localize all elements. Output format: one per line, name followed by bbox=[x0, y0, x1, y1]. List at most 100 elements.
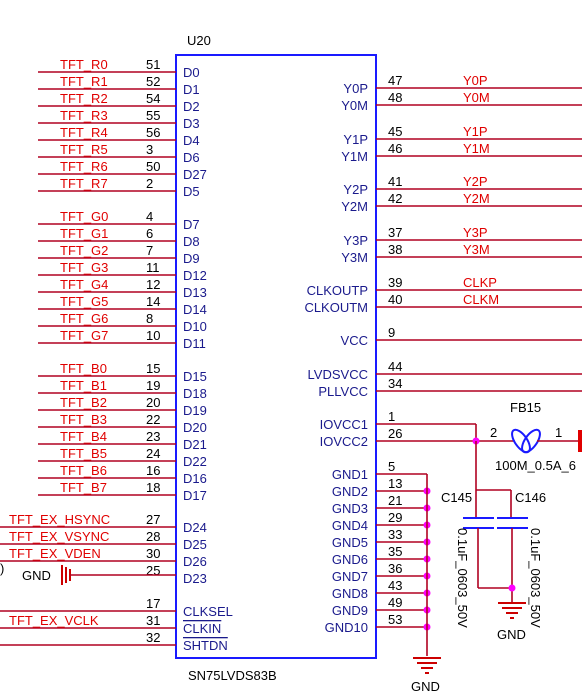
left-pin-name: CLKSEL bbox=[183, 604, 233, 619]
left-pin-number: 2 bbox=[146, 176, 153, 191]
left-pin-name: D26 bbox=[183, 554, 207, 569]
left-pin-name: D11 bbox=[183, 336, 206, 351]
right-pin-number: 34 bbox=[388, 376, 402, 391]
left-pin-name: D21 bbox=[183, 437, 207, 452]
left-pin-number: 51 bbox=[146, 57, 160, 72]
left-net-label: TFT_EX_VDEN bbox=[9, 546, 101, 561]
right-pin-name: Y0M bbox=[341, 98, 368, 113]
left-pin-name: D3 bbox=[183, 116, 200, 131]
ferrite-pin1: 1 bbox=[555, 425, 562, 440]
left-pin-number: 23 bbox=[146, 429, 160, 444]
right-pin-number: 42 bbox=[388, 191, 402, 206]
left-pin-name: D9 bbox=[183, 251, 200, 266]
left-pin-number: 10 bbox=[146, 328, 160, 343]
right-pin-number: 37 bbox=[388, 225, 402, 240]
right-pin-name: GND4 bbox=[332, 518, 368, 533]
left-net-label: TFT_R5 bbox=[60, 142, 108, 157]
left-pin-number: 56 bbox=[146, 125, 160, 140]
right-pin-name: IOVCC2 bbox=[320, 434, 368, 449]
left-pin-number: 11 bbox=[146, 260, 160, 275]
left-pin-name: D22 bbox=[183, 454, 207, 469]
left-pin-number: 7 bbox=[146, 243, 153, 258]
right-pin-number: 5 bbox=[388, 459, 395, 474]
left-net-label: TFT_G6 bbox=[60, 311, 108, 326]
right-net-label: Y3P bbox=[463, 225, 488, 240]
left-net-label: TFT_R3 bbox=[60, 108, 108, 123]
left-pin-number: 20 bbox=[146, 395, 160, 410]
left-net-label: TFT_G3 bbox=[60, 260, 108, 275]
c146-ref: C146 bbox=[515, 490, 546, 505]
d23-gnd-label: GND bbox=[22, 568, 51, 583]
left-pin-name: D23 bbox=[183, 571, 207, 586]
right-net-label: CLKP bbox=[463, 275, 497, 290]
right-pin-name: GND3 bbox=[332, 501, 368, 516]
junction-cap-gnd bbox=[508, 584, 516, 592]
left-pin-name: D2 bbox=[183, 99, 200, 114]
right-pin-name: GND5 bbox=[332, 535, 368, 550]
left-pin-number: 52 bbox=[146, 74, 160, 89]
right-pin-name: GND7 bbox=[332, 569, 368, 584]
left-offpage-mark: ) bbox=[0, 561, 4, 576]
left-pin-name: D27 bbox=[183, 167, 207, 182]
chip-gnd-label: GND bbox=[411, 679, 440, 694]
left-pin-number: 18 bbox=[146, 480, 160, 495]
left-pin-name: D6 bbox=[183, 150, 200, 165]
left-net-label: TFT_G1 bbox=[60, 226, 108, 241]
ferrite-bead bbox=[511, 428, 582, 454]
right-pin-number: 41 bbox=[388, 174, 402, 189]
left-pin-name: D7 bbox=[183, 217, 200, 232]
left-net-label: TFT_EX_VCLK bbox=[9, 613, 99, 628]
left-pin-number: 15 bbox=[146, 361, 160, 376]
left-pin-number: 28 bbox=[146, 529, 160, 544]
left-pin-number: 30 bbox=[146, 546, 160, 561]
left-net-label: TFT_EX_VSYNC bbox=[9, 529, 109, 544]
left-pin-number: 50 bbox=[146, 159, 160, 174]
left-net-label: TFT_G0 bbox=[60, 209, 108, 224]
left-pin-number: 8 bbox=[146, 311, 153, 326]
left-net-label: TFT_B5 bbox=[60, 446, 107, 461]
left-pin-name: D1 bbox=[183, 82, 200, 97]
right-pin-number: 38 bbox=[388, 242, 402, 257]
left-net-label: TFT_G4 bbox=[60, 277, 108, 292]
right-pin-number: 49 bbox=[388, 595, 402, 610]
left-pin-name: D18 bbox=[183, 386, 207, 401]
right-pin-number: 35 bbox=[388, 544, 402, 559]
power-filter-network: FB15 2 1 100M_0.5A_6 GND C145 C146 0.1uF… bbox=[376, 400, 582, 642]
left-net-label: TFT_B4 bbox=[60, 429, 107, 444]
right-pin-iovcc2: IOVCC2 26 bbox=[320, 426, 403, 449]
cap-gnd-label: GND bbox=[497, 627, 526, 642]
left-pin-name: D15 bbox=[183, 369, 207, 384]
right-pin-number: 26 bbox=[388, 426, 402, 441]
left-pin-name: D8 bbox=[183, 234, 200, 249]
right-net-label: CLKM bbox=[463, 292, 499, 307]
left-pin-number: 19 bbox=[146, 378, 160, 393]
right-pin-name: PLLVCC bbox=[318, 384, 368, 399]
ferrite-pin2: 2 bbox=[490, 425, 497, 440]
chip-ground-rail: GND bbox=[411, 474, 441, 694]
right-net-label: Y0M bbox=[463, 90, 490, 105]
right-pin-name: Y1M bbox=[341, 149, 368, 164]
